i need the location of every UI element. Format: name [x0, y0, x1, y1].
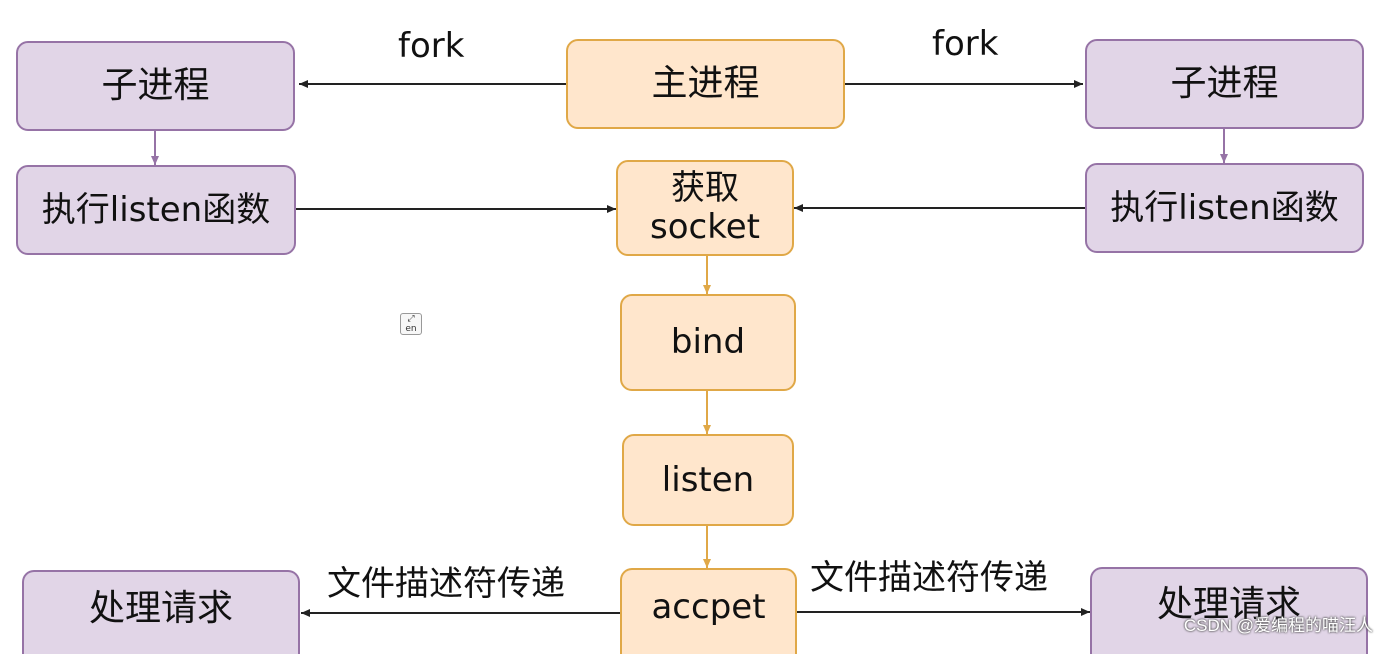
node-child-process-left: 子进程 — [16, 41, 295, 131]
node-get-socket-line2: socket — [650, 207, 760, 247]
node-get-socket: 获取 socket — [616, 160, 794, 256]
translate-icon-glyph: ⤢ — [407, 314, 415, 324]
node-handle-request-left: 处理请求 — [22, 570, 300, 654]
edge-label-fd-right: 文件描述符传递 — [810, 558, 1048, 598]
node-exec-listen-left: 执行listen函数 — [16, 165, 296, 255]
edge-label-fd-left: 文件描述符传递 — [327, 564, 565, 604]
node-handle-request-right: 处理请求 — [1090, 567, 1368, 654]
node-listen: listen — [622, 434, 794, 526]
node-get-socket-line1: 获取 — [671, 167, 739, 208]
node-accept: accpet — [620, 568, 797, 654]
translate-icon[interactable]: ⤢ en — [400, 313, 422, 335]
node-main-process: 主进程 — [566, 39, 845, 129]
node-child-process-right: 子进程 — [1085, 39, 1364, 129]
translate-icon-text: en — [405, 324, 417, 334]
node-exec-listen-right: 执行listen函数 — [1085, 163, 1364, 253]
node-bind: bind — [620, 294, 796, 391]
edge-label-fork-left: fork — [398, 26, 465, 66]
edge-label-fork-right: fork — [932, 24, 999, 64]
watermark: CSDN @爱编程的喵汪人 — [1183, 616, 1373, 635]
